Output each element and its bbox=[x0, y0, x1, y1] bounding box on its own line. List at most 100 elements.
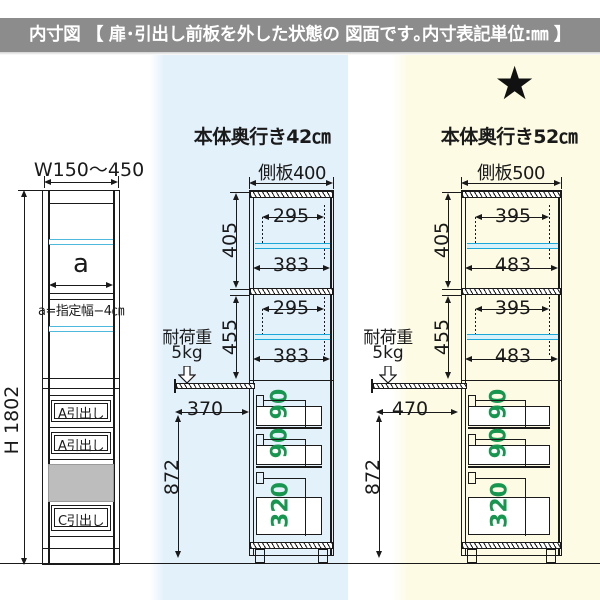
mid-drawer-1-dim-line bbox=[305, 400, 306, 427]
star-icon: ★ bbox=[494, 56, 536, 110]
mid-h455-ext-top bbox=[230, 295, 250, 296]
mid-inner-depth-2-line bbox=[256, 359, 327, 360]
left-drawer-gap-1 bbox=[48, 427, 114, 428]
right-top-board bbox=[462, 191, 561, 198]
right-sideboard-ext-left bbox=[461, 177, 462, 189]
right-shelf-depth-1: 395 bbox=[494, 205, 532, 227]
mid-inner-depth-1-arrow-right bbox=[323, 264, 330, 271]
right-h455-arrow-up bbox=[444, 296, 451, 303]
left-height-arrow-down bbox=[20, 558, 27, 565]
mid-drawer-3 bbox=[256, 497, 322, 535]
mid-shelf-depth-2-ext-right bbox=[324, 297, 325, 357]
left-divider-1 bbox=[48, 293, 114, 294]
mid-drawer-depth-2: 90 bbox=[267, 427, 293, 459]
right-plinth-left bbox=[467, 549, 477, 563]
left-width-arrow-left bbox=[44, 178, 51, 185]
mid-shelf-depth-2-line bbox=[265, 309, 321, 310]
left-cabinet-side-right bbox=[113, 190, 115, 565]
right-drawer-3-dim-top bbox=[476, 478, 526, 479]
right-inner-depth-1: 483 bbox=[494, 254, 532, 276]
left-drawer-2-label: A引出し bbox=[58, 439, 104, 454]
right-shelf-1 bbox=[467, 243, 558, 249]
right-inner-depth-2-arrow-left bbox=[465, 355, 472, 362]
mid-shelf-1 bbox=[255, 243, 330, 249]
left-drawer-1 bbox=[51, 400, 111, 422]
left-width-label: W150〜450 bbox=[33, 159, 145, 181]
mid-h872-line bbox=[178, 420, 179, 552]
right-drawer-2-dim-top bbox=[476, 439, 526, 440]
mid-shelf-depth-2-arrow-left bbox=[262, 305, 269, 312]
right-plinth-right bbox=[546, 549, 556, 563]
mid-sideboard-arrow-left bbox=[249, 179, 256, 186]
mid-rail-depth-arrow-right bbox=[242, 408, 249, 415]
right-shelf-depth-2-ext-left bbox=[475, 309, 476, 337]
mid-h405-ext-top bbox=[230, 192, 250, 193]
right-shelf-depth-2-ext-right bbox=[549, 297, 550, 357]
right-rail-end-cap bbox=[371, 379, 373, 393]
mid-rail-depth-line bbox=[178, 412, 246, 413]
left-inner-arrow-left bbox=[49, 281, 56, 288]
right-rail-top-line bbox=[461, 380, 562, 381]
mid-h405-ext-bot bbox=[230, 289, 250, 290]
left-shelf-2 bbox=[49, 326, 113, 332]
right-cabinet-back bbox=[558, 190, 560, 556]
mid-shelf-depth-1-line bbox=[265, 217, 321, 218]
right-drawer-1 bbox=[468, 406, 550, 426]
mid-shelf-depth-1-arrow-left bbox=[262, 213, 269, 220]
mid-shelf-depth-1: 295 bbox=[272, 205, 310, 227]
right-shelf-depth-1-ext-left bbox=[475, 217, 476, 245]
right-shelf-depth-2-line bbox=[478, 309, 546, 310]
left-inner-width-label: a bbox=[73, 249, 89, 279]
left-width-arrow-right bbox=[111, 178, 118, 185]
right-sideboard-arrow-right bbox=[554, 179, 561, 186]
mid-cabinet-front bbox=[253, 190, 254, 556]
right-rail-depth-line bbox=[379, 412, 455, 413]
right-shelf-2 bbox=[467, 334, 558, 340]
right-drawer-3-dim-line bbox=[525, 478, 526, 536]
mid-sideboard-ext-left bbox=[249, 177, 250, 189]
right-drawer-2-dim-line bbox=[525, 439, 526, 466]
mid-rail-depth: 370 bbox=[186, 398, 224, 420]
mid-h405-arrow-up bbox=[232, 193, 239, 200]
right-panel-fade bbox=[392, 55, 408, 600]
mid-title: 本体奥行き42㎝ bbox=[193, 126, 331, 148]
load-direction-arrow-right bbox=[379, 366, 397, 384]
mid-shelf-height-2: 455 bbox=[219, 318, 241, 356]
mid-drawer-3-slide bbox=[256, 472, 264, 484]
right-h405-arrow-up bbox=[444, 193, 451, 200]
right-inner-depth-1-arrow-left bbox=[465, 264, 472, 271]
right-h405-line bbox=[448, 198, 449, 282]
mid-sideboard-dim-line bbox=[252, 183, 330, 184]
left-top-rail bbox=[48, 203, 114, 204]
left-width-ext-left bbox=[44, 176, 45, 188]
left-drawer-4-inner bbox=[54, 508, 108, 527]
right-drawer-2 bbox=[468, 445, 550, 465]
right-shelf-height-2: 455 bbox=[431, 318, 453, 356]
right-drawer-2-base bbox=[468, 466, 550, 468]
mid-drawer-1-dim-top bbox=[264, 400, 306, 401]
right-shelf-depth-2: 395 bbox=[494, 297, 532, 319]
right-lower-height: 872 bbox=[362, 458, 384, 496]
right-h455-ext-top bbox=[442, 295, 462, 296]
mid-cabinet-body bbox=[249, 190, 334, 556]
mid-sideboard-ext-right bbox=[333, 177, 334, 189]
load-direction-arrow-mid bbox=[178, 366, 196, 384]
right-h405-ext-bot bbox=[442, 289, 462, 290]
right-h405-ext-top bbox=[442, 192, 462, 193]
right-shelf-depth-1-arrow-right bbox=[542, 213, 549, 220]
mid-rail-top-line bbox=[249, 380, 334, 381]
right-rail-depth-arrow-left bbox=[376, 408, 383, 415]
left-cabinet-body bbox=[42, 190, 120, 565]
right-drawer-1-base bbox=[468, 427, 550, 429]
right-rail-depth-arrow-right bbox=[451, 408, 458, 415]
mid-inner-depth-1: 383 bbox=[272, 254, 310, 276]
mid-load-label-1: 耐荷重 bbox=[162, 328, 212, 348]
right-side-board-label: 側板500 bbox=[477, 163, 545, 184]
mid-drawer-3-dim-top bbox=[264, 478, 306, 479]
right-sideboard-arrow-left bbox=[461, 179, 468, 186]
mid-inner-depth-2: 383 bbox=[272, 345, 310, 367]
mid-h872-arrow-down bbox=[174, 551, 181, 558]
right-drawer-1-dim-line bbox=[525, 400, 526, 427]
right-shelf-depth-1-line bbox=[478, 217, 546, 218]
right-drawer-depth-3: 320 bbox=[487, 482, 513, 528]
